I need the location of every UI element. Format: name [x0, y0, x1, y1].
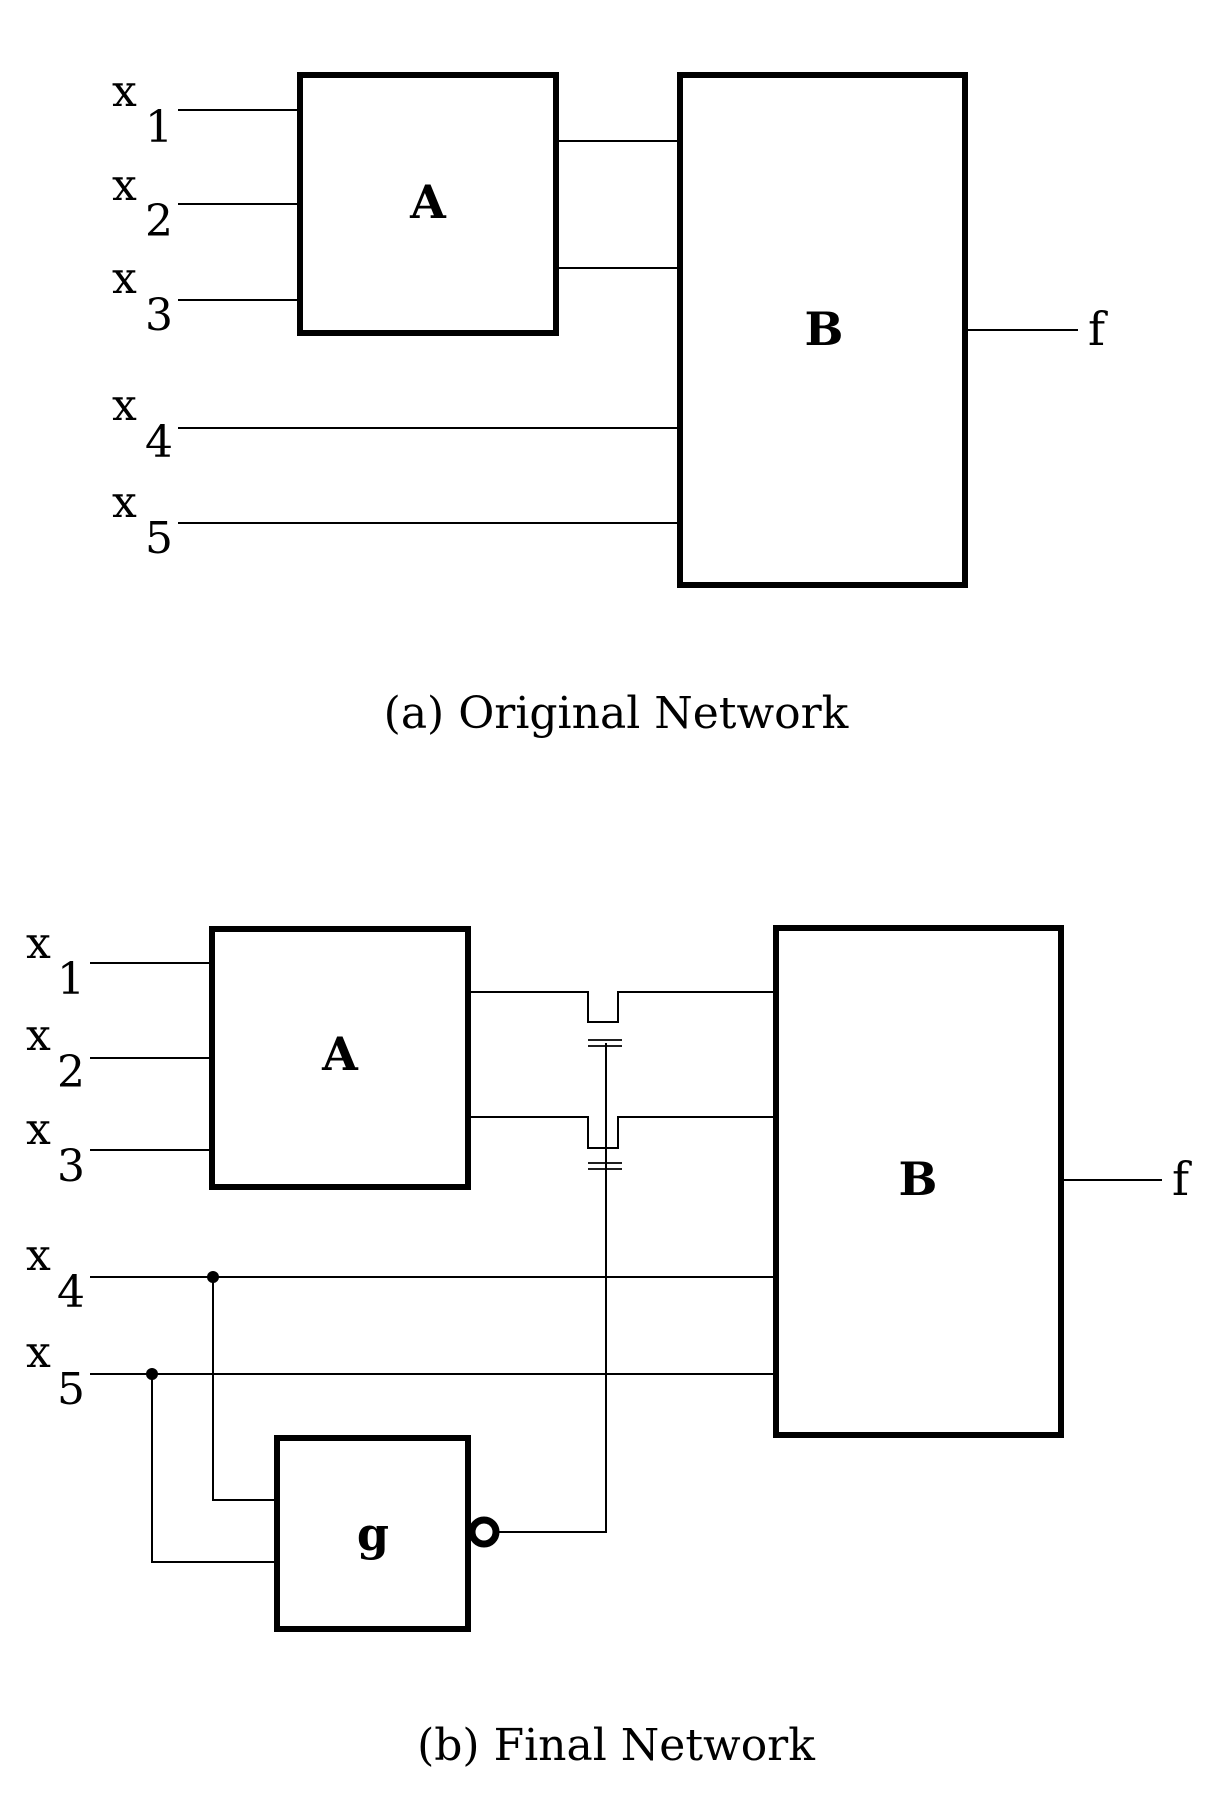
wire-a-b-top — [470, 991, 776, 1023]
block-b — [677, 72, 968, 588]
block-a — [209, 926, 471, 1190]
input-x5-sub: 5 — [57, 1364, 85, 1415]
figure-b: x 1 x 2 x 3 x 4 x 5 A — [26, 918, 1192, 1771]
input-x3-sub: 3 — [145, 290, 173, 341]
input-x3-var: x — [26, 1104, 51, 1155]
wire-g-control — [495, 1043, 607, 1533]
block-b-label: B — [805, 302, 844, 356]
caption-a: (a) Original Network — [384, 688, 849, 739]
input-x1-var: x — [112, 66, 137, 117]
input-x5-var: x — [112, 477, 137, 528]
block-a-label: A — [321, 1027, 359, 1081]
input-x3-var: x — [112, 253, 137, 304]
block-a-label: A — [409, 175, 447, 229]
input-x4-sub: 4 — [145, 417, 173, 468]
input-x4-var: x — [112, 380, 137, 431]
input-x4-var: x — [26, 1230, 51, 1281]
figure-a: x 1 x 2 x 3 x 4 x 5 A B f (a) Original N… — [112, 66, 1108, 739]
block-b-label: B — [899, 1152, 938, 1206]
block-g — [274, 1435, 471, 1632]
wire-a-b-bottom — [470, 1116, 776, 1149]
input-x1-sub: 1 — [57, 954, 85, 1005]
input-x1-var: x — [26, 918, 51, 969]
output-f-label: f — [1088, 302, 1108, 356]
input-x1-sub: 1 — [145, 102, 173, 153]
input-x2-var: x — [112, 160, 137, 211]
wire-x5-to-g — [151, 1374, 277, 1563]
input-x2-sub: 2 — [57, 1047, 85, 1098]
input-x2-var: x — [26, 1010, 51, 1061]
input-x4-sub: 4 — [57, 1267, 85, 1318]
output-f-label: f — [1172, 1152, 1192, 1206]
input-x5-sub: 5 — [145, 513, 173, 564]
block-g-label: g — [357, 1507, 389, 1561]
block-a — [297, 72, 559, 336]
block-b — [773, 925, 1064, 1438]
input-x2-sub: 2 — [145, 196, 173, 247]
wire-x4-to-g — [212, 1277, 277, 1501]
input-x3-sub: 3 — [57, 1141, 85, 1192]
caption-b: (b) Final Network — [417, 1720, 815, 1771]
input-x5-var: x — [26, 1327, 51, 1378]
inverter-bubble-icon — [468, 1516, 500, 1548]
